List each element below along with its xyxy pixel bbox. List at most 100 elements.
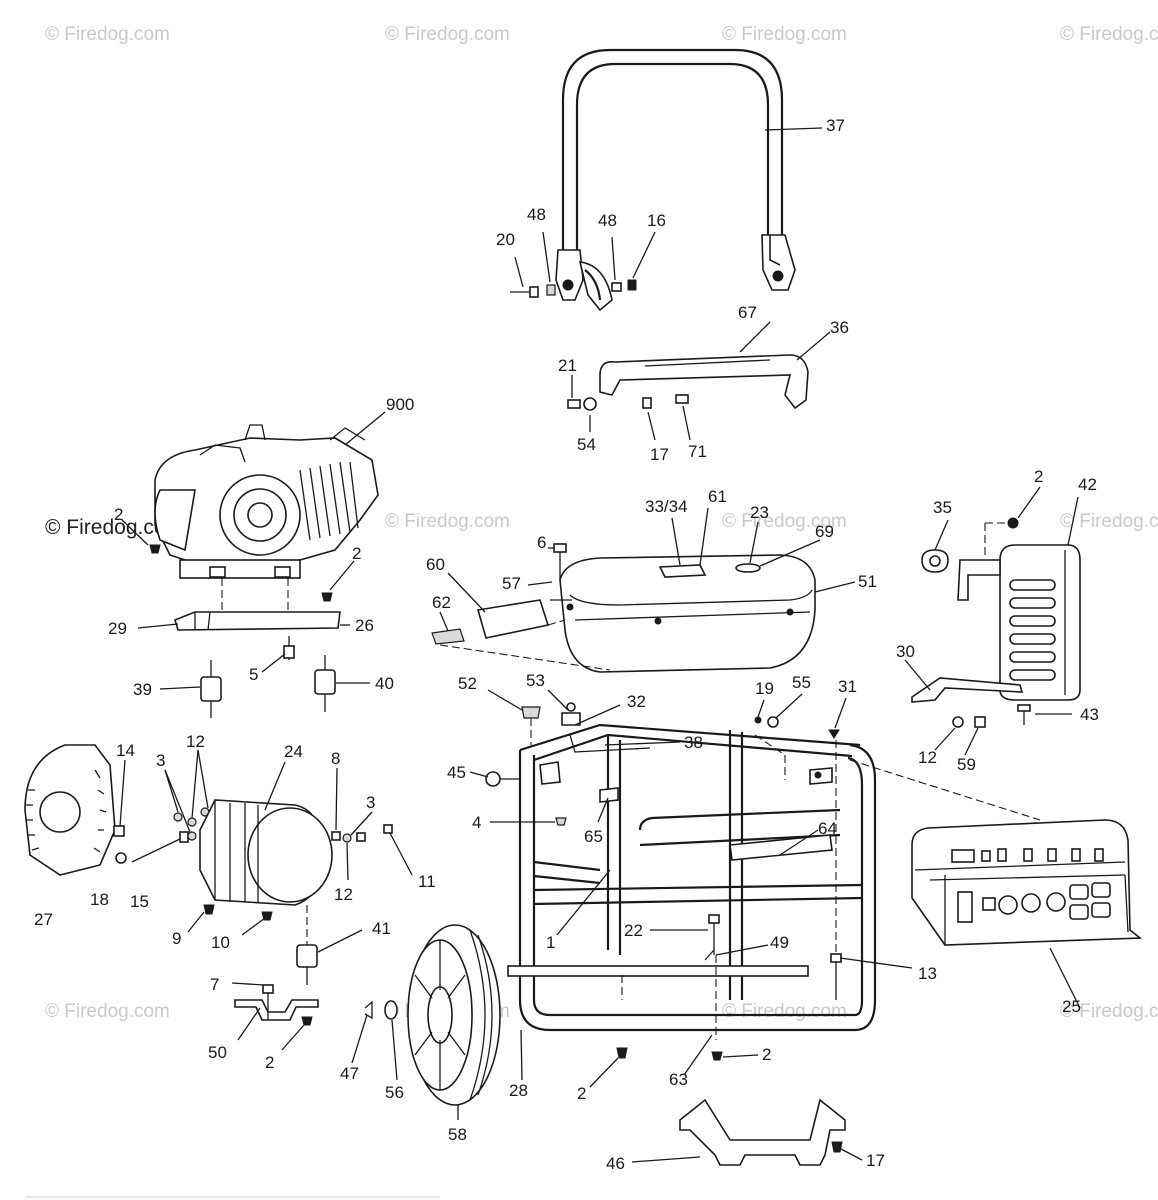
callout-label: 50	[208, 1043, 227, 1062]
callout-label: 46	[606, 1154, 625, 1173]
callout-label: 3	[366, 793, 375, 812]
callout-label: 4	[472, 813, 481, 832]
watermark: © Firedog.com	[1060, 24, 1158, 45]
callout-label: 2	[1034, 467, 1043, 486]
callout-label: 25	[1062, 997, 1081, 1016]
callout-label: 42	[1078, 475, 1097, 494]
callout-label: 36	[830, 318, 849, 337]
callout-label: 17	[650, 445, 669, 464]
alternator	[24, 744, 393, 1026]
callout-label: 35	[933, 498, 952, 517]
callout-label: 63	[669, 1070, 688, 1089]
callout-label: 51	[858, 572, 877, 591]
callout-label: 65	[584, 827, 603, 846]
callout-label: 61	[708, 487, 727, 506]
watermark: © Firedog.com	[385, 24, 510, 45]
handle-assembly	[510, 48, 796, 312]
leader-lines	[119, 127, 1081, 1163]
callout-label: 19	[755, 679, 774, 698]
callout-label: 28	[509, 1081, 528, 1100]
control-panel	[911, 819, 1143, 946]
callout-label: 33/34	[645, 497, 688, 516]
callout-label: 7	[210, 975, 219, 994]
callout-label: 26	[355, 616, 374, 635]
callout-label: 71	[688, 442, 707, 461]
watermark: © Firedog.com	[45, 1001, 170, 1022]
end-cover	[24, 744, 116, 876]
watermark: © Firedog.com	[1060, 1001, 1158, 1022]
callout-label: 12	[334, 885, 353, 904]
callout-label: 20	[496, 230, 515, 249]
callout-label: 900	[386, 395, 414, 414]
callout-label: 41	[372, 919, 391, 938]
callout-label: 2	[265, 1053, 274, 1072]
watermark: © Firedog.com	[722, 511, 847, 532]
callout-label: 2	[577, 1084, 586, 1103]
muffler	[911, 517, 1081, 728]
callout-label: 9	[172, 929, 181, 948]
callout-label: 17	[866, 1151, 885, 1170]
watermark: © Firedog.com	[45, 24, 170, 45]
callout-label: 43	[1080, 705, 1099, 724]
callout-label: 8	[331, 749, 340, 768]
callout-label: 37	[826, 116, 845, 135]
callout-label: 57	[502, 574, 521, 593]
callout-label: 5	[249, 665, 258, 684]
callout-label: 40	[375, 674, 394, 693]
callout-label: 59	[957, 755, 976, 774]
watermark-prominent: © Firedog.com	[45, 516, 183, 539]
callout-label: 30	[896, 642, 915, 661]
cross-brace	[567, 354, 809, 411]
fuel-tank	[431, 543, 816, 673]
callout-label: 13	[918, 964, 937, 983]
support-foot	[679, 1098, 846, 1166]
callout-label: 31	[838, 677, 857, 696]
callout-label: 2	[352, 544, 361, 563]
callout-labels: 900 2 2 29 26 5 39 40 14 12 3 24 8 3 27 …	[34, 116, 1099, 1173]
callout-label: 48	[527, 205, 546, 224]
callout-label: 38	[684, 733, 703, 752]
callout-label: 49	[770, 933, 789, 952]
wheel	[364, 924, 501, 1106]
callout-label: 11	[418, 872, 436, 891]
callout-label: 12	[186, 732, 205, 751]
callout-label: 6	[537, 533, 546, 552]
callout-label: 62	[432, 593, 451, 612]
callout-label: 55	[792, 673, 811, 692]
watermark: © Firedog.com	[385, 511, 510, 532]
callout-label: 18	[90, 890, 109, 909]
callout-label: 39	[133, 680, 152, 699]
cooling-fins	[299, 461, 359, 541]
watermark: © Firedog.com	[722, 1001, 847, 1022]
callout-label: 52	[458, 674, 477, 693]
frame	[485, 702, 1041, 1061]
callout-label: 56	[385, 1083, 404, 1102]
callout-label: 14	[116, 741, 135, 760]
engine-mount-plate	[174, 578, 341, 718]
callout-label: 1	[546, 933, 555, 952]
callout-label: 67	[738, 303, 757, 322]
callout-label: 47	[340, 1064, 359, 1083]
callout-label: 45	[447, 763, 466, 782]
callout-label: 48	[598, 211, 617, 230]
callout-label: 15	[130, 892, 149, 911]
callout-label: 2	[762, 1045, 771, 1064]
callout-label: 10	[211, 933, 230, 952]
watermark: © Firedog.com	[1060, 511, 1158, 532]
callout-label: 22	[624, 921, 643, 940]
callout-label: 16	[647, 211, 666, 230]
callout-label: 23	[750, 503, 769, 522]
callout-label: 58	[448, 1125, 467, 1144]
callout-label: 24	[284, 742, 303, 761]
callout-label: 54	[577, 435, 596, 454]
callout-label: 21	[558, 356, 577, 375]
watermark: © Firedog.com	[722, 24, 847, 45]
callout-label: 27	[34, 910, 53, 929]
callout-label: 64	[818, 819, 837, 838]
muffler-fins	[1009, 579, 1056, 681]
callout-label: 12	[918, 748, 937, 767]
callout-label: 69	[815, 522, 834, 541]
callout-label: 2	[114, 505, 123, 524]
